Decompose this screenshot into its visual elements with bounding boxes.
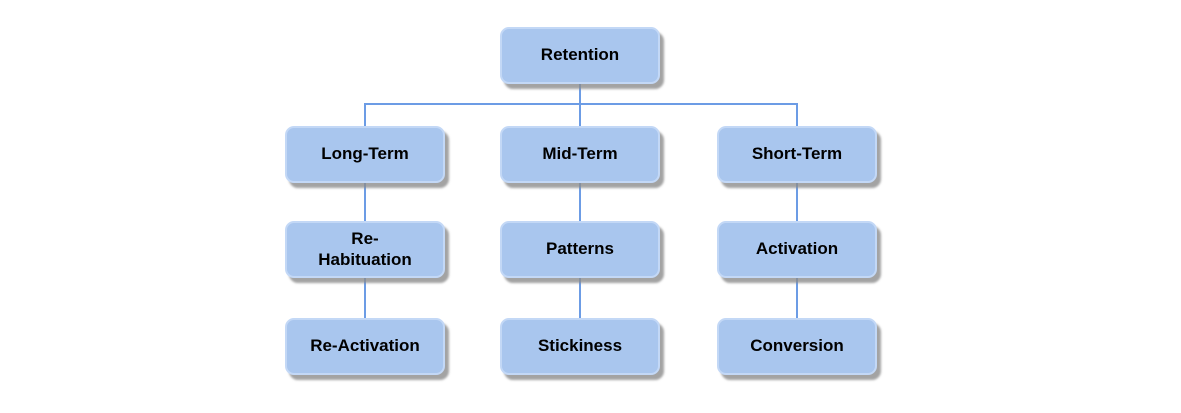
node-stickiness-label: Stickiness [537, 336, 623, 356]
node-mid-term-label: Mid-Term [542, 144, 618, 164]
connector-patterns-to-stickiness [579, 278, 581, 318]
connector-short-term-to-activation [796, 183, 798, 221]
node-retention-label: Retention [540, 45, 620, 65]
node-patterns: Patterns [500, 221, 660, 278]
node-short-term: Short-Term [717, 126, 877, 183]
connector-root-down [579, 84, 581, 104]
node-re-activation-label: Re-Activation [310, 336, 420, 356]
node-retention: Retention [500, 27, 660, 84]
node-re-habituation: Re- Habituation [285, 221, 445, 278]
node-mid-term: Mid-Term [500, 126, 660, 183]
connector-re-habituation-to-re-activation [364, 278, 366, 318]
node-conversion: Conversion [717, 318, 877, 375]
node-activation: Activation [717, 221, 877, 278]
connector-bus-to-long-term [364, 103, 366, 126]
node-long-term-label: Long-Term [321, 144, 409, 164]
connector-activation-to-conversion [796, 278, 798, 318]
node-re-habituation-label: Re- Habituation [318, 229, 412, 269]
node-short-term-label: Short-Term [751, 144, 843, 164]
node-long-term: Long-Term [285, 126, 445, 183]
node-patterns-label: Patterns [545, 239, 615, 259]
connector-long-term-to-re-habituation [364, 183, 366, 221]
node-re-activation: Re-Activation [285, 318, 445, 375]
connector-bus-to-mid-term [579, 103, 581, 126]
connector-mid-term-to-patterns [579, 183, 581, 221]
node-activation-label: Activation [755, 239, 839, 259]
node-stickiness: Stickiness [500, 318, 660, 375]
connector-branch-bus [364, 103, 798, 105]
connector-bus-to-short-term [796, 103, 798, 126]
node-conversion-label: Conversion [750, 336, 844, 356]
